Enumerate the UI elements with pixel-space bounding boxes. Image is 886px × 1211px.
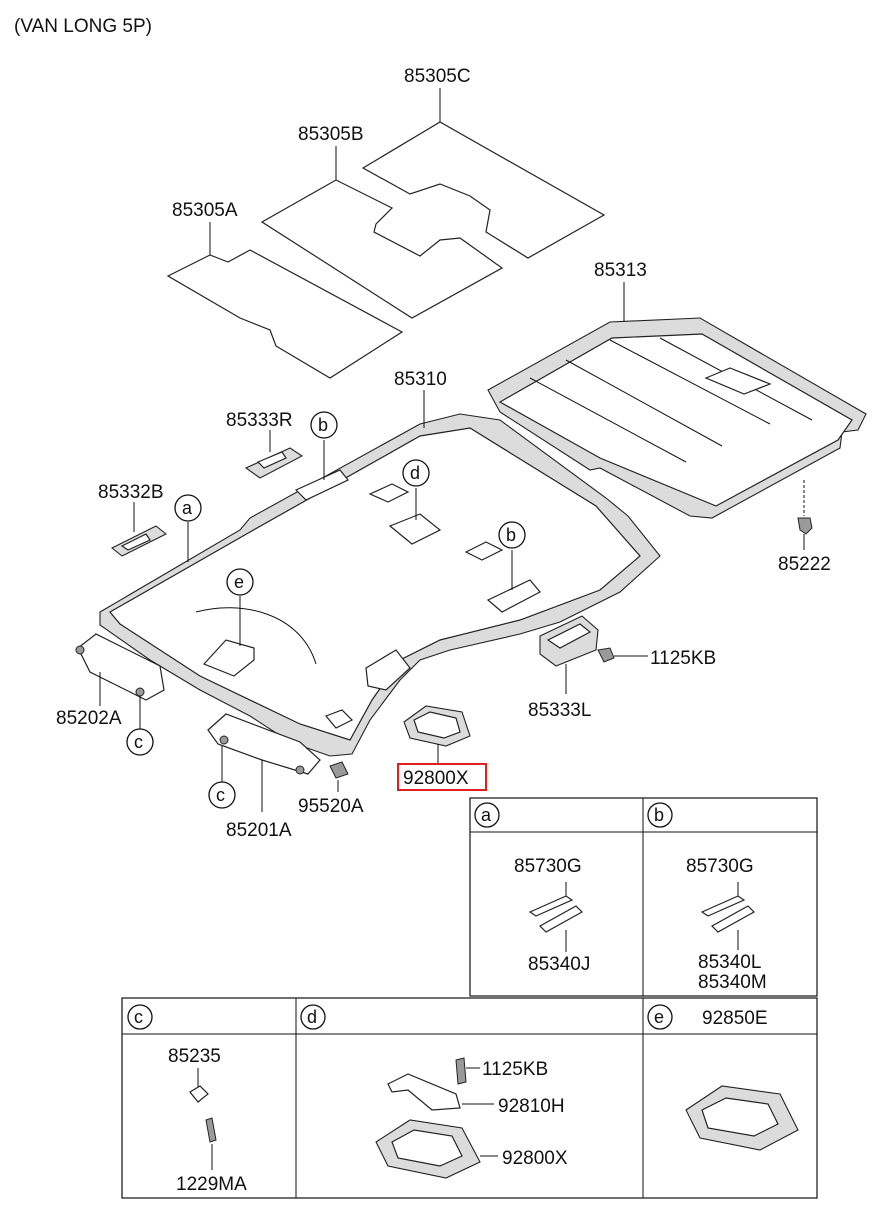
label-85305C: 85305C (404, 66, 471, 87)
callout-c-left-letter: c (134, 732, 143, 752)
headliner-85310[interactable] (99, 413, 661, 757)
assist-handle-a[interactable] (528, 895, 583, 933)
label-85310: 85310 (394, 369, 447, 390)
clip-85222[interactable] (797, 517, 813, 535)
detail-e-badge (647, 1004, 673, 1030)
callout-b-upper[interactable] (310, 411, 338, 439)
variant-note: (VAN LONG 5P) (14, 16, 152, 37)
roof-frame-85313[interactable] (487, 317, 867, 519)
detail-c-top-part: 85235 (168, 1046, 221, 1067)
label-85333L: 85333L (528, 700, 591, 721)
label-1125KB: 1125KB (650, 648, 716, 669)
detail-c-letter: c (134, 1007, 143, 1027)
callout-e-letter: e (234, 572, 244, 592)
sunvisor-85201A[interactable] (207, 713, 321, 775)
detail-e-letter: e (654, 1007, 664, 1027)
detail-c-badge (127, 1004, 153, 1030)
label-85333R: 85333R (226, 410, 293, 431)
label-92800X: 92800X (403, 768, 469, 789)
clip-95520A[interactable] (329, 761, 349, 779)
callout-b-lower-letter: b (506, 525, 516, 545)
room-lamp-92850E[interactable] (685, 1085, 799, 1151)
room-lamp-92800X[interactable] (403, 705, 471, 747)
assist-handle-b[interactable] (700, 895, 755, 933)
detail-d-part-3: 92800X (502, 1148, 568, 1169)
callout-c-right[interactable] (208, 781, 236, 809)
bracket-85333R[interactable] (244, 447, 304, 479)
callout-d-letter: d (410, 463, 420, 483)
bolt-1125KB[interactable] (597, 647, 615, 663)
detail-b-bottom-part-2: 85340M (698, 972, 767, 993)
bracket-85333L[interactable] (539, 615, 599, 667)
pad-85305A[interactable] (166, 249, 404, 379)
pad-85305C[interactable] (361, 121, 606, 259)
highlight-box-92800X[interactable] (397, 763, 487, 791)
screw-1229MA[interactable] (205, 1117, 217, 1143)
callout-a-letter: a (182, 498, 193, 518)
callout-c-left[interactable] (126, 728, 154, 756)
bracket-85332B[interactable] (110, 525, 168, 557)
detail-b-bottom-part-1: 85340L (698, 952, 761, 973)
label-85201A: 85201A (226, 820, 292, 841)
label-85202A: 85202A (56, 708, 122, 729)
label-85305A: 85305A (172, 200, 238, 221)
detail-a-letter: a (481, 805, 492, 825)
lamp-bracket-92810H[interactable] (387, 1073, 461, 1111)
detail-a-bottom-part: 85340J (528, 954, 590, 975)
bolt-1125KB-d[interactable] (455, 1057, 467, 1085)
callout-b-lower[interactable] (498, 521, 526, 549)
detail-d-letter: d (307, 1007, 317, 1027)
callout-d[interactable] (402, 459, 430, 487)
label-85305B: 85305B (298, 124, 364, 145)
callout-c-right-letter: c (216, 785, 225, 805)
detail-a-badge (474, 802, 500, 828)
detail-b-badge (647, 802, 673, 828)
detail-a-top-part: 85730G (514, 856, 582, 877)
detail-panel-cde (121, 997, 818, 1199)
detail-d-badge (300, 1004, 326, 1030)
detail-b-letter: b (654, 805, 664, 825)
detail-c-bottom-part: 1229MA (176, 1174, 247, 1195)
callout-e[interactable] (226, 568, 254, 596)
detail-d-part-1: 1125KB (482, 1059, 548, 1080)
label-95520A: 95520A (298, 796, 364, 817)
detail-d-part-2: 92810H (498, 1096, 565, 1117)
visor-holder-85235[interactable] (189, 1085, 209, 1103)
detail-b-top-part: 85730G (686, 856, 754, 877)
room-lamp-92800X-d[interactable] (375, 1119, 481, 1179)
pad-85305B[interactable] (260, 179, 504, 319)
label-85222: 85222 (778, 554, 831, 575)
sunvisor-85202A[interactable] (75, 633, 165, 701)
label-85313: 85313 (594, 260, 647, 281)
callout-b-upper-letter: b (318, 415, 328, 435)
callout-a[interactable] (174, 494, 202, 522)
detail-e-part: 92850E (702, 1008, 768, 1029)
label-85332B: 85332B (98, 482, 164, 503)
